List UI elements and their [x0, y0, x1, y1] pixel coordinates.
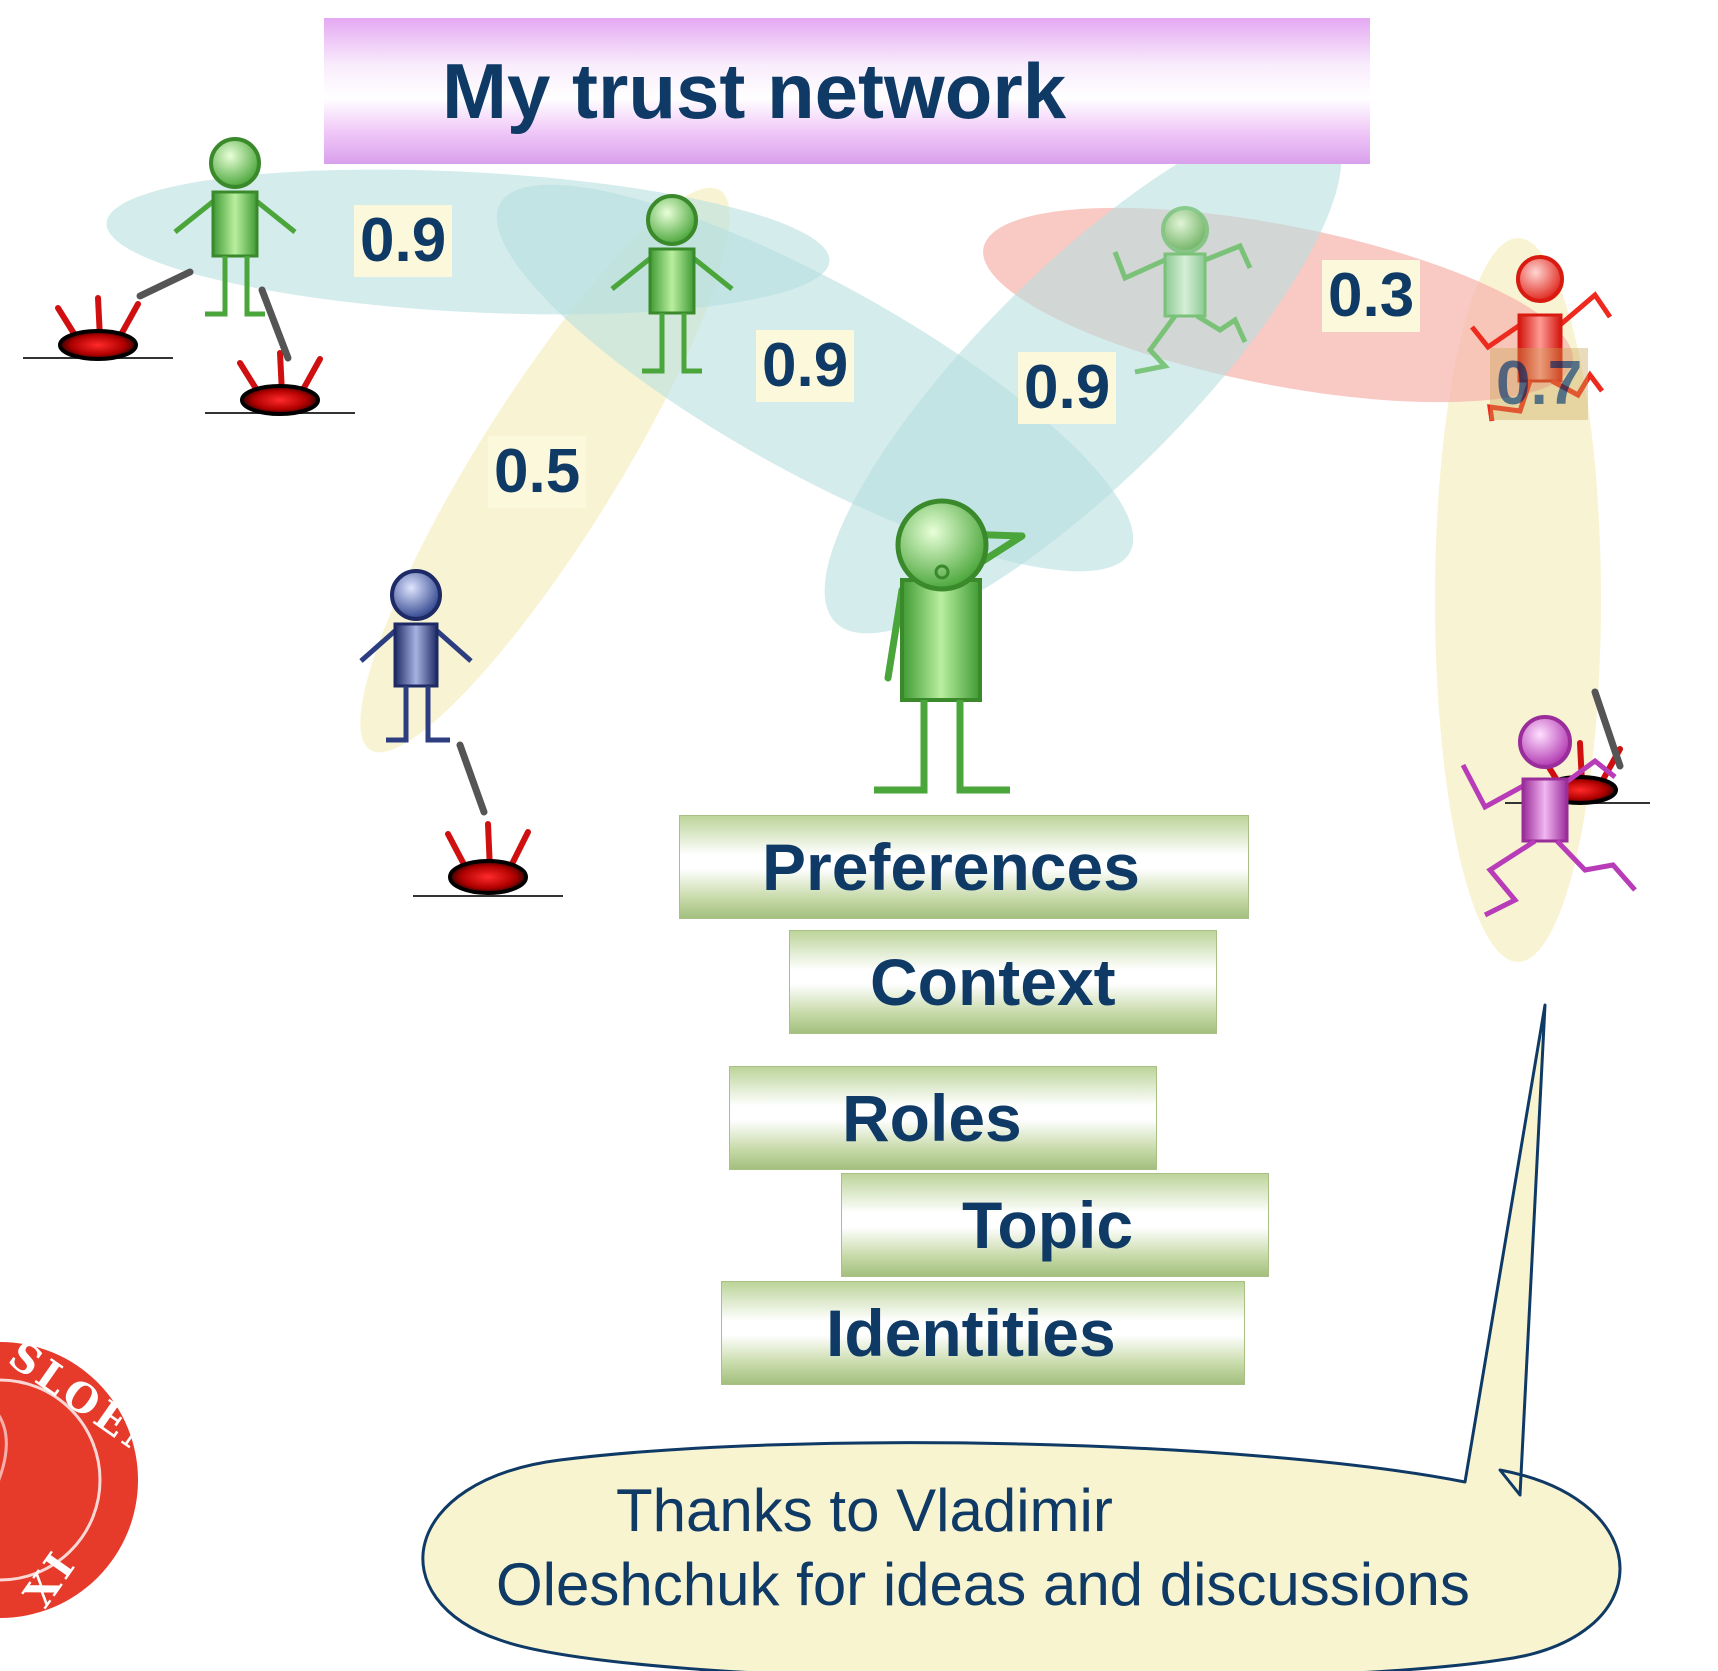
attribute-context: Context: [789, 930, 1217, 1034]
trust-weight-label: 0.3: [1322, 260, 1421, 332]
attribute-label: Identities: [826, 1296, 1116, 1370]
attribute-topic: Topic: [841, 1173, 1269, 1277]
pit-icon: [23, 295, 173, 361]
attribute-roles: Roles: [729, 1066, 1157, 1170]
trusted-person-icon: [610, 194, 734, 374]
attribute-label: Preferences: [762, 830, 1140, 904]
attribute-label: Roles: [842, 1081, 1022, 1155]
trusted-person-icon: [173, 137, 297, 317]
self-person-icon: [874, 498, 1026, 794]
title-banner: My trust network: [324, 18, 1370, 164]
university-seal-logo: SLOENSIS XI: [0, 1332, 246, 1618]
trust-weight-label: 0.9: [354, 205, 453, 277]
callout-line-1: Thanks to Vladimir: [616, 1477, 1113, 1544]
speech-callout: [421, 1003, 1622, 1671]
pit-icon: [413, 821, 563, 897]
attribute-label: Topic: [962, 1188, 1134, 1262]
page-title: My trust network: [442, 46, 1067, 135]
trust-weight-label: 0.9: [756, 330, 855, 402]
pit-sticks: [136, 268, 1624, 816]
trust-weight-label: 0.7: [1490, 348, 1589, 420]
pit-icon: [205, 350, 355, 416]
callout-line-2: Oleshchuk for ideas and discussions: [496, 1551, 1470, 1618]
trust-weight-label: 0.9: [1018, 352, 1117, 424]
neutral-person-icon: [359, 569, 473, 743]
distrusted-person-icon: [1470, 255, 1613, 422]
attribute-preferences: Preferences: [679, 815, 1249, 919]
unknown-person-icon: [1460, 715, 1637, 918]
attribute-identities: Identities: [721, 1281, 1245, 1385]
trust-weight-label: 0.5: [488, 436, 587, 508]
attribute-label: Context: [870, 945, 1116, 1019]
trusted-person-icon: [1112, 206, 1253, 375]
